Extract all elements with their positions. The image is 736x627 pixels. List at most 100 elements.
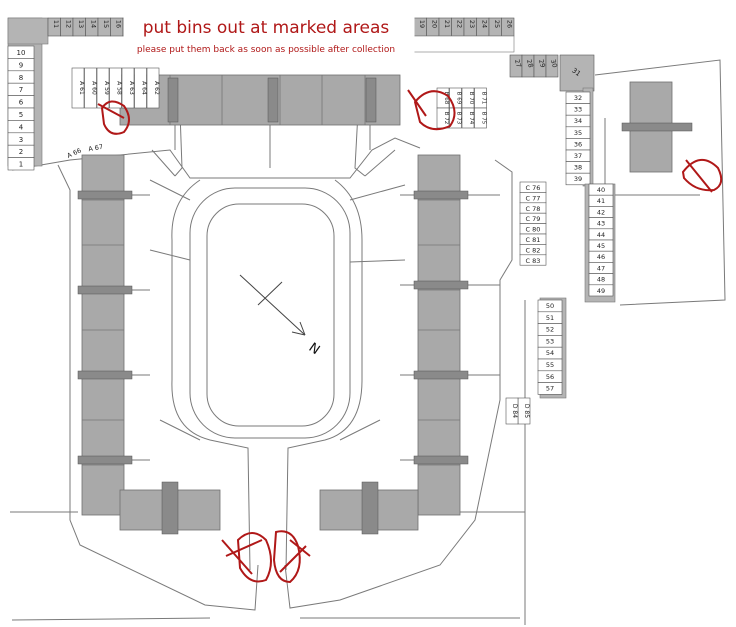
- unit-A-63: [121, 67, 135, 109]
- west-entrance: [77, 370, 133, 380]
- unit-A-64: [134, 67, 147, 109]
- unit-label-A-62: A 62: [153, 81, 160, 95]
- north-arrow-shaft: [239, 274, 306, 336]
- east-entrance: [413, 280, 469, 290]
- plot-57: [537, 382, 563, 395]
- plot-label-6: 6: [19, 99, 24, 107]
- west-entrance: [77, 285, 133, 295]
- plot-label-31: 31: [570, 67, 582, 79]
- unit-label-B-73: B 73: [456, 112, 462, 125]
- plot-30: [545, 54, 559, 78]
- north-entrance: [365, 77, 377, 123]
- unit-D-84: [505, 397, 519, 425]
- plot-label-44: 44: [597, 231, 605, 239]
- plot-label-25: 25: [493, 20, 501, 28]
- unit-A-60: [84, 67, 97, 109]
- plot-label-40: 40: [597, 186, 605, 194]
- plot-label-33: 33: [574, 106, 582, 114]
- plot-label-34: 34: [574, 117, 582, 125]
- northeast-entrance: [621, 122, 693, 132]
- north-arrow-crossbar: [257, 281, 283, 306]
- plot-label-12: 12: [65, 20, 73, 28]
- bin-mark-northwest: [97, 100, 130, 135]
- plot-label-54: 54: [546, 349, 554, 357]
- plot-1: [7, 157, 35, 171]
- plot-label-2: 2: [19, 148, 23, 156]
- plot-label-26: 26: [506, 20, 514, 28]
- plot-strip-ne: [413, 35, 515, 53]
- plot-39: [565, 172, 591, 186]
- plot-31: [559, 54, 595, 92]
- plot-label-13: 13: [77, 20, 85, 28]
- unit-label-A-60: A 60: [91, 81, 98, 95]
- plot-label-43: 43: [597, 220, 605, 228]
- plot-label-14: 14: [90, 20, 98, 28]
- plot-label-9: 9: [19, 61, 23, 69]
- unit-label-A-58: A 58: [116, 81, 123, 95]
- bin-mark-south-east: [272, 530, 311, 584]
- east-entrance: [413, 370, 469, 380]
- road-edge-east: [284, 159, 513, 609]
- south-entrance: [361, 481, 379, 535]
- plot-label-50: 50: [546, 302, 554, 310]
- south-entrance: [161, 481, 179, 535]
- unit-label-C-81: C 81: [526, 236, 541, 244]
- plot-label-55: 55: [546, 361, 554, 369]
- notice-subtitle: please put them back as soon as possible…: [136, 45, 396, 55]
- road-edge-west: [57, 164, 259, 611]
- unit-label-C-76: C 76: [526, 184, 541, 192]
- plot-label-20: 20: [431, 20, 439, 28]
- unit-B-75: [474, 107, 487, 129]
- notice-box: [123, 9, 415, 63]
- building-east-terrace: [417, 154, 461, 516]
- plot-label-41: 41: [597, 197, 605, 205]
- unit-label-B-75: B 75: [481, 112, 487, 125]
- plot-label-39: 39: [574, 175, 582, 183]
- plot-label-37: 37: [574, 152, 582, 160]
- plot-label-30: 30: [549, 58, 559, 68]
- east-entrance: [413, 190, 469, 200]
- unit-label-C-83: C 83: [526, 257, 541, 265]
- building-north-terrace: [119, 74, 401, 126]
- plot-label-36: 36: [574, 140, 582, 148]
- unit-label-B-71: B 71: [481, 92, 487, 105]
- unit-label-D-85: D 85: [523, 404, 530, 418]
- bin-mark-south-west: [221, 532, 272, 583]
- plot-label-52: 52: [546, 326, 554, 334]
- unit-B-74: [461, 107, 475, 129]
- bin-mark-north-east: [407, 89, 456, 131]
- unit-label-B-69: B 69: [456, 92, 462, 105]
- central-road-inner: [189, 187, 351, 439]
- plot-label-32: 32: [574, 94, 582, 102]
- unit-label-A-59: A 59: [103, 81, 110, 95]
- unit-label-C-77: C 77: [526, 194, 541, 202]
- plot-label-38: 38: [574, 164, 582, 172]
- plot-label-57: 57: [546, 385, 554, 393]
- plot-corner-nw: [7, 17, 49, 45]
- plot-label-48: 48: [597, 276, 605, 284]
- unit-C-83: [519, 254, 547, 266]
- plot-label-51: 51: [546, 314, 554, 322]
- west-entrance: [77, 190, 133, 200]
- unit-label-B-68: B 68: [443, 92, 449, 105]
- plot-label-15: 15: [102, 20, 110, 28]
- unit-label-A-61: A 61: [78, 81, 85, 95]
- plot-label-19: 19: [418, 20, 426, 28]
- north-entrance: [167, 77, 179, 123]
- central-road-outer: [171, 179, 363, 571]
- plot-label-45: 45: [597, 242, 605, 250]
- unit-label-B-72: B 72: [443, 112, 449, 125]
- plot-label-49: 49: [597, 287, 605, 295]
- unit-A-62: [146, 67, 160, 109]
- plot-label-1: 1: [19, 161, 23, 169]
- road-lines-south: [10, 511, 525, 621]
- plot-49: [588, 284, 614, 297]
- north-arrow-head: [291, 321, 306, 336]
- unit-label-A-66: A 66: [66, 146, 83, 160]
- unit-label-C-80: C 80: [526, 226, 541, 234]
- plot-label-42: 42: [597, 208, 605, 216]
- plot-label-4: 4: [19, 123, 24, 131]
- unit-label-B-74: B 74: [468, 112, 474, 125]
